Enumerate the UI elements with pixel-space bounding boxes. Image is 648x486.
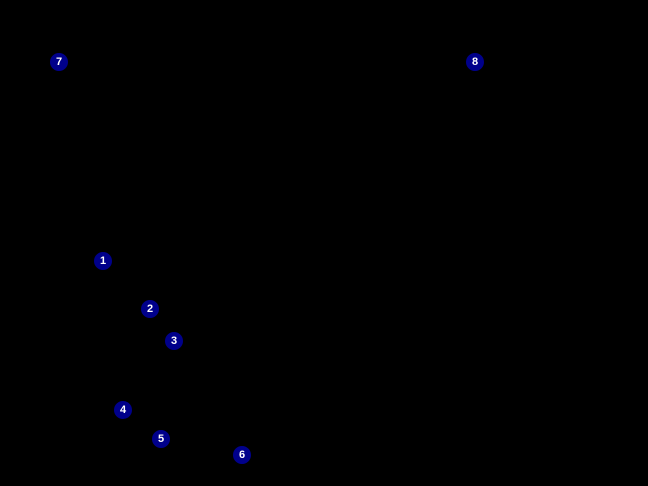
som-marker-3[interactable]: 3	[164, 331, 184, 351]
som-marker-1[interactable]: 1	[93, 251, 113, 271]
som-marker-5[interactable]: 5	[151, 429, 171, 449]
som-marker-8[interactable]: 8	[465, 52, 485, 72]
som-marker-6[interactable]: 6	[232, 445, 252, 465]
som-marker-7[interactable]: 7	[49, 52, 69, 72]
som-marker-4[interactable]: 4	[113, 400, 133, 420]
som-marker-2[interactable]: 2	[140, 299, 160, 319]
